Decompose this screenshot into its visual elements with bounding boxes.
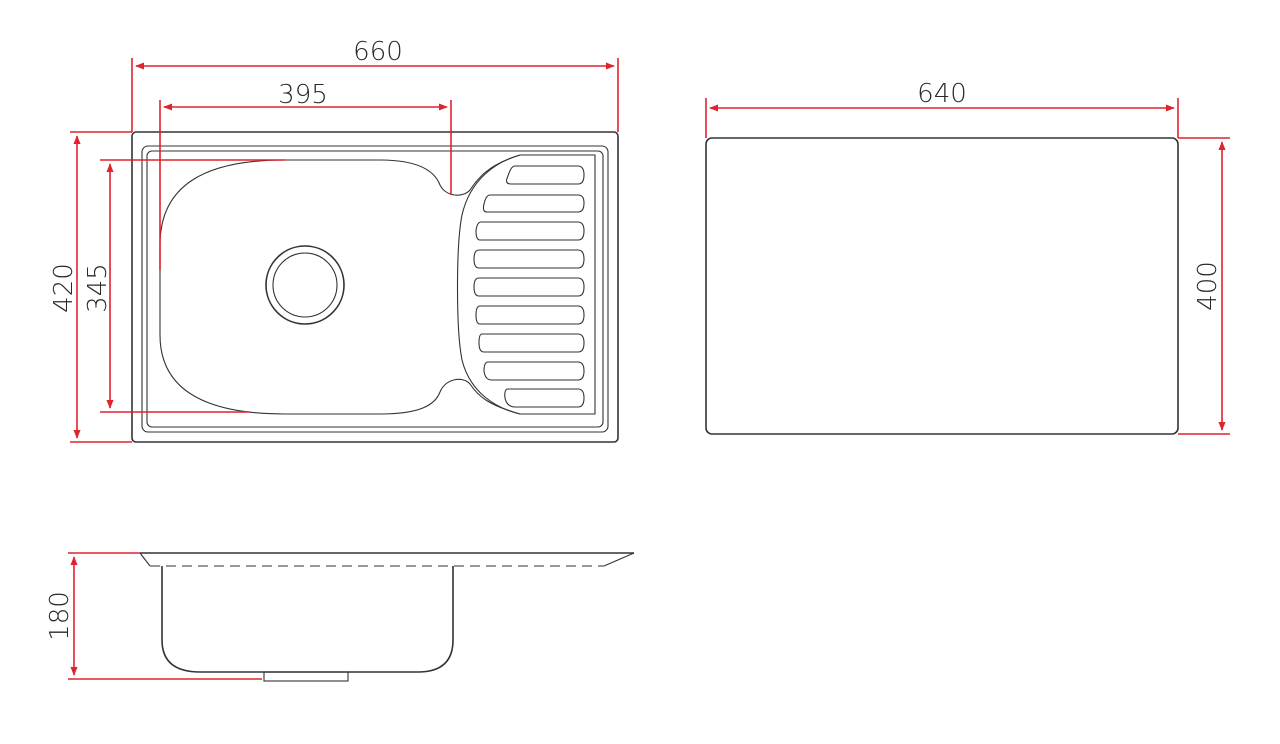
sink-outer-rim (131, 131, 619, 443)
drainer-rib (475, 305, 585, 325)
drainer-edge (520, 154, 596, 415)
drainer-rib (504, 388, 585, 408)
bowl-profile (161, 566, 454, 673)
drainer-ribs (473, 165, 585, 408)
dimension-label-420: 420 (49, 263, 79, 313)
drainer-rib (505, 165, 585, 185)
drain-outer (265, 245, 345, 325)
drainer-boundary (456, 154, 521, 415)
dimension-label-400: 400 (1193, 261, 1223, 311)
rim-left-edge (139, 552, 151, 567)
rim-right-edge (603, 552, 635, 567)
sink-inner-rim-2 (146, 150, 604, 428)
dimension-label-395: 395 (278, 80, 328, 110)
dimension-label-180: 180 (45, 591, 75, 641)
side-section-view: 180 (45, 552, 635, 682)
sink-inner-rim (141, 145, 609, 433)
cutout-rectangle (705, 137, 1179, 435)
drainer-rib (475, 221, 585, 241)
drainer-rib (483, 361, 585, 381)
drain-inner (272, 252, 338, 318)
bowl-outline (159, 154, 521, 415)
sink-top-view: 660 395 420 345 (49, 37, 619, 443)
cutout-view: 640 400 (705, 79, 1230, 435)
dimension-label-345: 345 (83, 263, 113, 313)
drainer-rib (478, 333, 585, 353)
dimension-label-660: 660 (353, 37, 403, 67)
dimension-label-640: 640 (917, 79, 967, 109)
drain-stub (263, 671, 349, 682)
drainer-rib (473, 277, 585, 297)
drainer-rib (473, 249, 585, 269)
drainer-rib (482, 194, 585, 213)
